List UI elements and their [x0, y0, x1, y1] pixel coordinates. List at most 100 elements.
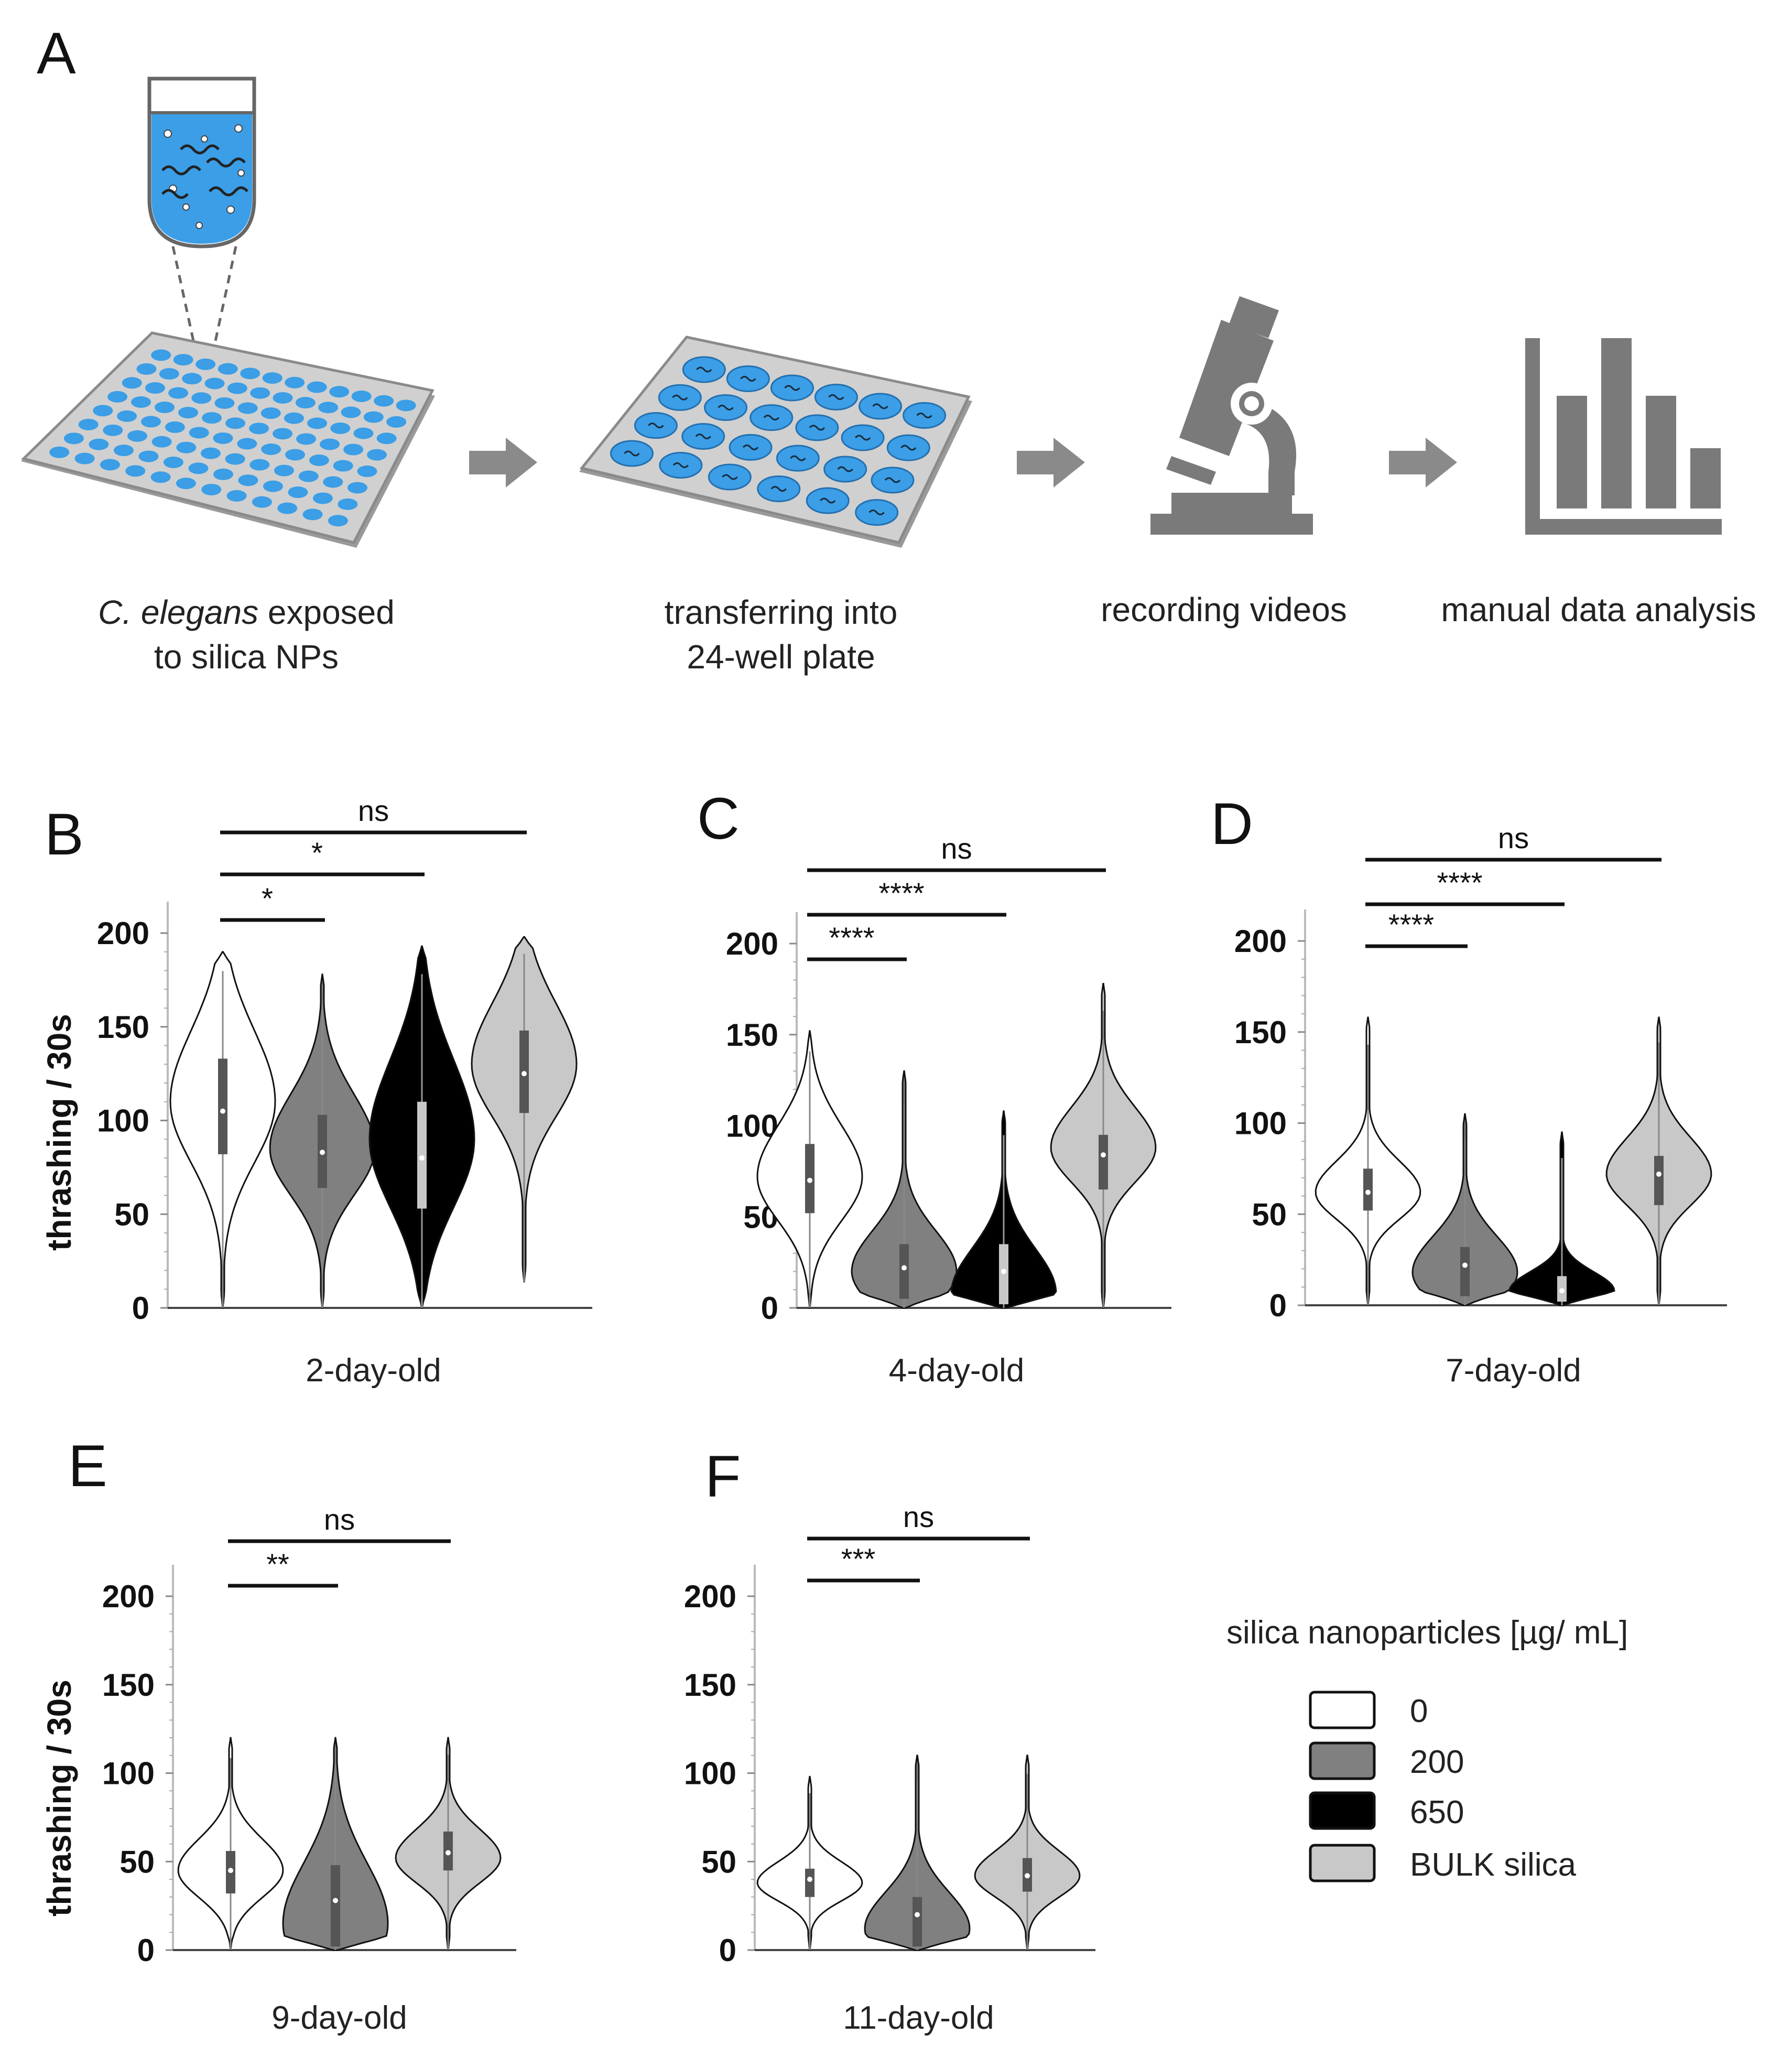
- well: [176, 441, 197, 453]
- significance-label: **: [266, 1547, 289, 1580]
- well: [252, 496, 272, 508]
- well: [261, 443, 281, 455]
- well: [93, 405, 113, 417]
- legend-swatch-2: [1309, 1791, 1376, 1830]
- violin-bulk-silica: [471, 936, 578, 1283]
- well: [886, 434, 930, 461]
- well: [191, 392, 212, 404]
- well: [74, 452, 95, 464]
- violin-iqr-box: [913, 1897, 922, 1947]
- violin-200: [282, 1737, 389, 1951]
- legend-item-3: BULK silica: [1309, 1844, 1577, 1883]
- well: [776, 445, 820, 472]
- legend-swatch-3: [1309, 1844, 1376, 1882]
- well: [263, 480, 283, 492]
- well: [726, 365, 770, 392]
- well: [318, 402, 339, 414]
- significance-label: ****: [1388, 908, 1434, 941]
- legend-swatch-1: [1309, 1741, 1376, 1780]
- violin-median: [1656, 1171, 1661, 1177]
- x-axis-label: 2-day-old: [306, 1352, 441, 1389]
- significance-bar: ns: [807, 1500, 1030, 1541]
- panel-a-label: A: [37, 20, 76, 86]
- legend-item-0: 0: [1309, 1691, 1428, 1729]
- violin-650: [950, 1110, 1057, 1309]
- x-axis-label: 9-day-old: [271, 2000, 407, 2036]
- well: [323, 476, 343, 488]
- well: [871, 467, 915, 494]
- well: [307, 381, 327, 393]
- well: [107, 391, 128, 403]
- well: [103, 424, 123, 436]
- significance-label: ns: [1498, 821, 1529, 854]
- well: [328, 515, 348, 527]
- significance-bar: ns: [807, 832, 1106, 872]
- y-tick-label: 200: [684, 1579, 736, 1614]
- well: [396, 399, 416, 412]
- y-axis-label: thrashing / 30s: [40, 1014, 78, 1251]
- violin-bulk-silica: [1050, 983, 1157, 1309]
- significance-bar: **: [228, 1547, 338, 1588]
- violin-iqr-box: [999, 1244, 1008, 1305]
- violin-median: [333, 1898, 338, 1903]
- well: [165, 421, 185, 433]
- step-caption-transfer-line2: 24-well plate: [687, 638, 875, 676]
- well: [284, 412, 304, 424]
- violin-200: [1411, 1113, 1518, 1306]
- well: [338, 498, 358, 510]
- well: [262, 372, 283, 384]
- legend-swatch-0: [1309, 1691, 1376, 1729]
- y-tick-label: 200: [1234, 924, 1287, 959]
- 96-well-plate-icon: [21, 331, 435, 548]
- well: [201, 483, 222, 495]
- violin-bulk-silica: [395, 1737, 502, 1951]
- y-tick-label: 100: [726, 1109, 778, 1144]
- well: [136, 363, 157, 375]
- well: [204, 377, 225, 389]
- violin-iqr-box: [1460, 1247, 1470, 1296]
- violin-bulk-silica: [1605, 1016, 1712, 1306]
- well: [249, 423, 269, 435]
- well: [302, 508, 323, 521]
- well: [285, 376, 305, 388]
- well: [213, 468, 233, 480]
- violin-650: [1508, 1131, 1615, 1306]
- significance-label: ****: [829, 921, 874, 954]
- well: [163, 456, 183, 468]
- well: [341, 406, 361, 418]
- y-tick-label: 50: [701, 1844, 736, 1879]
- well: [182, 373, 202, 385]
- well: [188, 462, 209, 474]
- well: [353, 427, 374, 439]
- well: [117, 410, 137, 422]
- legend-label-3: BULK silica: [1410, 1847, 1577, 1883]
- well: [202, 412, 222, 424]
- well: [63, 432, 84, 445]
- arrow-right-icon: [1017, 438, 1085, 488]
- well: [374, 395, 394, 407]
- legend-label-0: 0: [1410, 1693, 1428, 1729]
- violin-iqr-box: [1363, 1168, 1373, 1211]
- well: [159, 368, 179, 380]
- well: [296, 433, 317, 445]
- well: [227, 382, 247, 394]
- well: [89, 438, 109, 450]
- step-caption-analysis: manual data analysis: [1441, 591, 1756, 629]
- panel-label: E: [68, 1433, 107, 1499]
- well: [363, 411, 384, 423]
- y-tick-label: 0: [1269, 1288, 1287, 1323]
- caption-species: C. elegans: [98, 593, 258, 631]
- legend-title: silica nanoparticles [µg/ mL]: [1226, 1615, 1628, 1651]
- well: [168, 387, 189, 399]
- well: [274, 464, 294, 477]
- well: [329, 386, 350, 398]
- significance-bar: ns: [220, 794, 527, 835]
- x-axis-label: 7-day-old: [1446, 1352, 1581, 1389]
- well: [249, 459, 270, 471]
- well: [237, 438, 257, 450]
- well: [795, 414, 839, 441]
- y-tick-label: 150: [97, 1010, 149, 1045]
